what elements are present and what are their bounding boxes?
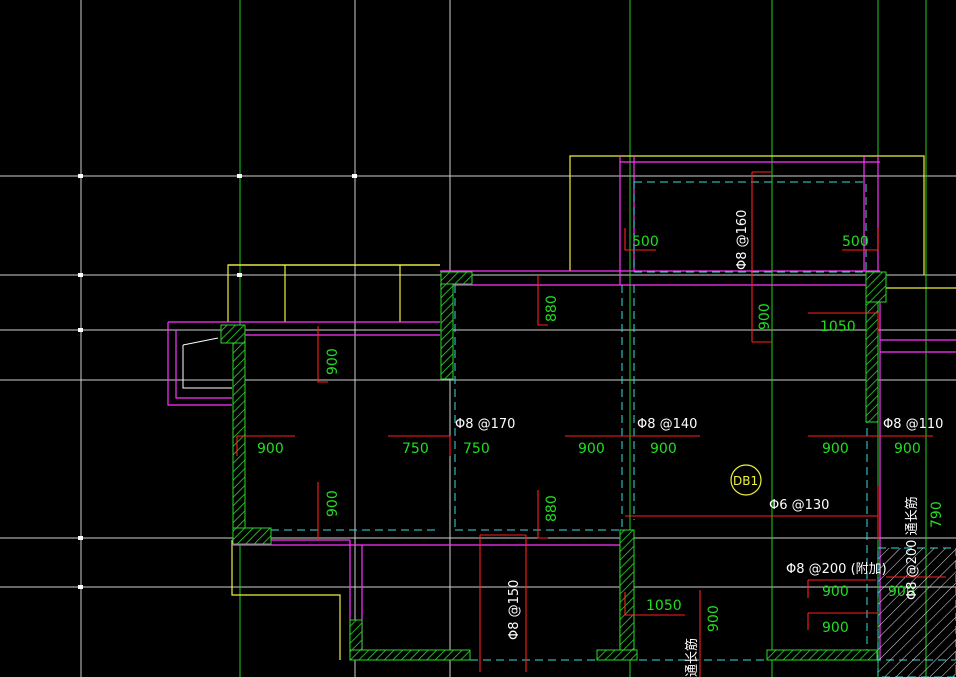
label-phi8-200-tong: Φ8 @200 通长筋 — [904, 496, 920, 600]
label-phi6-130: Φ6 @130 — [769, 498, 829, 513]
dim-900-mid-vert: 900 — [757, 303, 773, 330]
dim-500-right: 500 — [842, 234, 869, 250]
db1-label: DB1 — [733, 474, 758, 488]
dim-900-r1: 900 — [257, 441, 284, 457]
dim-900-r4: 900 — [822, 441, 849, 457]
dim-880-top: 880 — [544, 295, 560, 322]
label-tong-chang-jin: 通长筋 — [684, 638, 700, 677]
dim-900-r2: 900 — [578, 441, 605, 457]
dim-500-left: 500 — [632, 234, 659, 250]
dim-900-r3: 900 — [650, 441, 677, 457]
db1-marker[interactable]: DB1 — [730, 464, 762, 496]
hatched-columns — [220, 271, 887, 661]
grid-ticks — [78, 174, 357, 589]
label-phi8-200-fu: Φ8 @200 (附加) — [786, 562, 887, 577]
dim-790: 790 — [929, 501, 945, 528]
dashed-slab-edges — [245, 181, 956, 661]
rebar-spec-labels: Φ8 @160 Φ8 @170 Φ8 @140 Φ8 @110 Φ6 @130 … — [455, 210, 943, 677]
dimension-labels: 500 500 880 900 900 1050 900 750 750 900… — [257, 234, 945, 636]
dim-880-bot: 880 — [544, 495, 560, 522]
label-phi8-170: Φ8 @170 — [455, 417, 515, 432]
dim-900-right-b: 900 — [888, 584, 915, 600]
dim-900-right-c: 900 — [822, 620, 849, 636]
hatched-region — [877, 547, 956, 677]
label-phi8-110: Φ8 @110 — [883, 417, 943, 432]
dim-900-r5: 900 — [894, 441, 921, 457]
dim-900-bot-left: 900 — [325, 490, 341, 517]
bracket-diag — [182, 337, 219, 346]
rebar-lines — [236, 171, 946, 677]
dim-750-a: 750 — [402, 441, 429, 457]
label-phi8-150: Φ8 @150 — [507, 580, 522, 640]
yellow-outline — [227, 155, 956, 660]
dim-750-b: 750 — [463, 441, 490, 457]
dim-1050-right: 1050 — [820, 319, 856, 335]
label-phi8-140: Φ8 @140 — [637, 417, 697, 432]
bracket-shape — [182, 345, 232, 389]
dim-1050-bottom: 1050 — [646, 598, 682, 614]
dim-900-right-a: 900 — [822, 584, 849, 600]
dim-900-bot-vert: 900 — [706, 605, 722, 632]
dim-900-top-left: 900 — [325, 348, 341, 375]
label-phi8-160: Φ8 @160 — [735, 210, 750, 270]
